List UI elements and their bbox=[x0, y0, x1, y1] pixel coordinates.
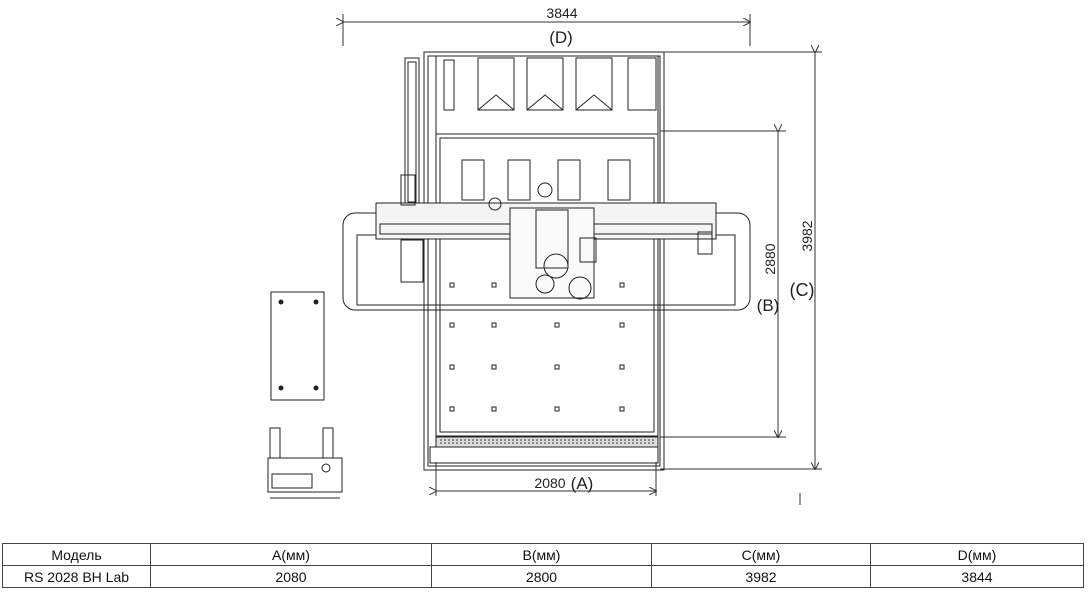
cell-d: 3844 bbox=[870, 565, 1084, 588]
dimension-d bbox=[343, 14, 750, 46]
dimension-b-value: 2880 bbox=[762, 243, 778, 274]
machine-frame bbox=[342, 51, 751, 471]
dimension-b-label: (B) bbox=[757, 296, 780, 315]
dimension-c bbox=[660, 52, 822, 469]
dimension-d-value: 3844 bbox=[546, 5, 577, 21]
dimension-c-value: 3982 bbox=[799, 220, 815, 251]
header-a: A(мм) bbox=[150, 543, 432, 566]
dimension-a bbox=[436, 462, 656, 496]
machine-layout-drawing: 3844 (D) 3982 (C) 2880 (B) 2080 (A) bbox=[267, 5, 822, 505]
cell-c: 3982 bbox=[651, 565, 871, 588]
control-unit bbox=[267, 427, 343, 499]
dimension-d-label: (D) bbox=[549, 28, 573, 47]
header-model: Модель bbox=[2, 543, 151, 566]
header-b: B(мм) bbox=[431, 543, 652, 566]
cell-model: RS 2028 BH Lab bbox=[2, 565, 151, 588]
table-row: RS 2028 BH Lab 2080 2800 3982 3844 bbox=[2, 565, 1084, 588]
dimension-a-label: (A) bbox=[571, 474, 594, 493]
dimension-a-value: 2080 bbox=[534, 475, 565, 491]
header-d: D(мм) bbox=[870, 543, 1084, 566]
spec-table: Модель A(мм) B(мм) C(мм) D(мм) RS 2028 B… bbox=[2, 543, 1084, 588]
header-c: C(мм) bbox=[651, 543, 871, 566]
dimension-b bbox=[660, 131, 786, 437]
cell-a: 2080 bbox=[150, 565, 432, 588]
spec-table-header-row: Модель A(мм) B(мм) C(мм) D(мм) bbox=[2, 543, 1084, 566]
table-holes bbox=[449, 282, 625, 412]
dimension-c-label: (C) bbox=[790, 280, 815, 300]
side-panel bbox=[270, 291, 325, 401]
cell-b: 2800 bbox=[431, 565, 652, 588]
